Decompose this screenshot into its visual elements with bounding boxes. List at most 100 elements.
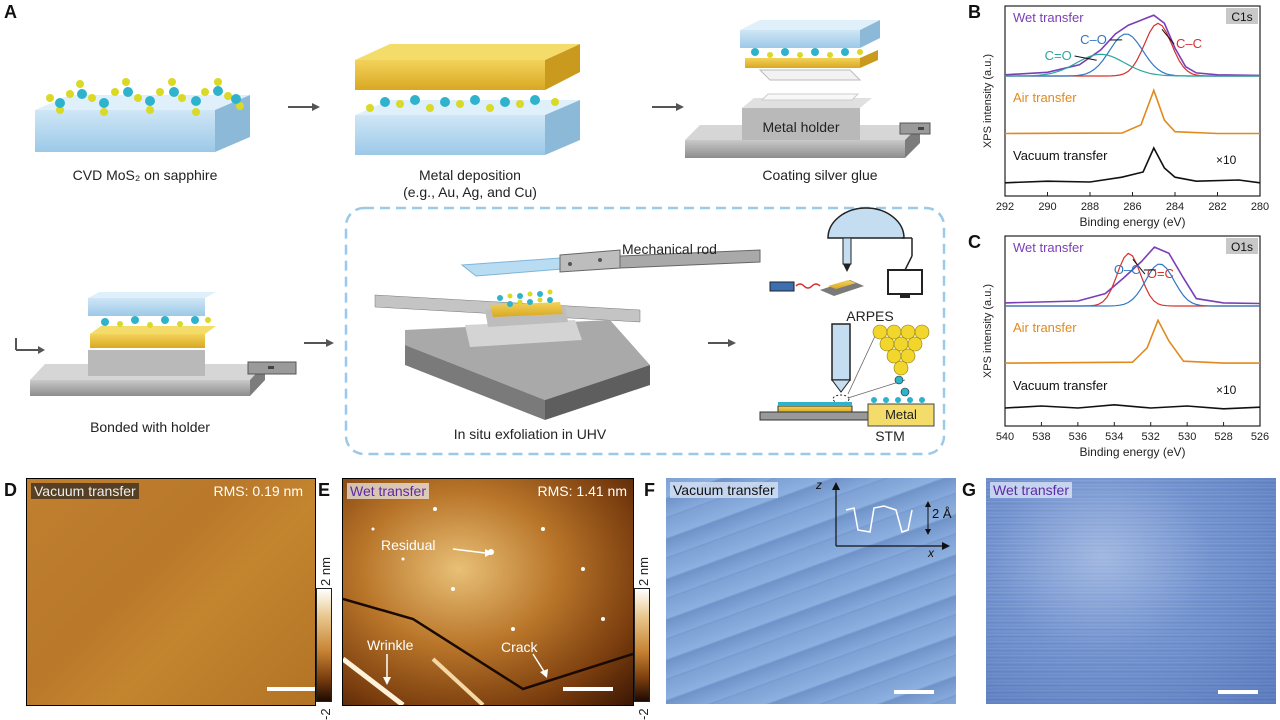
- arrow-1: [288, 103, 320, 111]
- series-label: Vacuum transfer: [1013, 148, 1108, 163]
- x-tick-label: 290: [1038, 201, 1056, 213]
- series-line-air-transfer: [1004, 318, 1260, 364]
- spectrum-badge-bg: [1226, 238, 1258, 254]
- x-tick-label: 526: [1251, 431, 1269, 443]
- fit-label: O–C: [1114, 262, 1141, 277]
- fit-curve: [1005, 263, 1260, 307]
- fit-label: C–O: [1080, 32, 1107, 47]
- series-label: Air transfer: [1013, 90, 1077, 105]
- step4-caption: Bonded with holder: [90, 419, 210, 435]
- panel-d-cbar-bottom: -2: [318, 708, 333, 720]
- step3-caption: Coating silver glue: [762, 167, 878, 183]
- series-label: Wet transfer: [1013, 240, 1084, 255]
- step5-caption: In situ exfoliation in UHV: [453, 426, 607, 442]
- x-tick-label: 528: [1214, 431, 1232, 443]
- plot-frame: [1004, 235, 1261, 427]
- stm-image-vacuum: Vacuum transfer z x 2 Å: [666, 478, 956, 704]
- step2-caption-line2: (e.g., Au, Ag, and Cu): [403, 184, 537, 200]
- afm-image-wet: Wet transfer RMS: 1.41 nm Residual Wrink…: [342, 478, 634, 706]
- x-tick-label: 538: [1032, 431, 1050, 443]
- inset-height-label: 2 Å: [932, 506, 952, 521]
- series-label: Wet transfer: [1013, 10, 1084, 25]
- x-tick-label: 284: [1166, 201, 1184, 213]
- panel-e-colorbar: [634, 588, 650, 702]
- y-axis-label: XPS intensity (a.u.): [982, 284, 994, 378]
- panel-e-tag: Wet transfer: [347, 483, 429, 499]
- panel-label-f: F: [644, 480, 655, 500]
- arrow-2: [652, 103, 684, 111]
- x-axis-label: Binding energy (eV): [1079, 445, 1185, 459]
- series-scale-label: ×10: [1216, 383, 1237, 397]
- fit-label: C–C: [1176, 36, 1202, 51]
- stm-image-wet: Wet transfer: [986, 478, 1276, 704]
- panel-g-texture: [986, 478, 1276, 704]
- panel-f-scalebar: [894, 690, 934, 694]
- annotation-wrinkle: Wrinkle: [367, 637, 414, 653]
- spectrum-badge: O1s: [1231, 240, 1253, 254]
- series-scale-label: ×10: [1216, 153, 1237, 167]
- arpes-label: ARPES: [846, 308, 894, 324]
- fit-curve: [1005, 22, 1260, 77]
- x-tick-label: 282: [1208, 201, 1226, 213]
- x-tick-label: 286: [1123, 201, 1141, 213]
- step1-caption: CVD MoS₂ on sapphire: [72, 167, 218, 183]
- panel-d-scalebar: [267, 687, 315, 691]
- arpes-illustration: [769, 207, 923, 298]
- x-tick-label: 292: [996, 201, 1014, 213]
- mechanical-rod-label: Mechanical rod: [622, 241, 717, 257]
- panel-e-rms: RMS: 1.41 nm: [537, 483, 627, 499]
- inset-z-label: z: [816, 478, 822, 492]
- stm-label: STM: [875, 428, 905, 444]
- series-line-wet-transfer: [1004, 14, 1261, 77]
- height-profile-inset: [832, 482, 950, 550]
- x-tick-label: 530: [1178, 431, 1196, 443]
- series-label: Air transfer: [1013, 320, 1077, 335]
- arrow-4: [304, 339, 334, 347]
- annotation-residual: Residual: [381, 537, 436, 553]
- stm-illustration: [759, 323, 935, 427]
- x-axis-label: Binding energy (eV): [1079, 215, 1185, 229]
- x-tick-label: 280: [1251, 201, 1269, 213]
- fit-arrow: [1161, 28, 1175, 45]
- fit-curve: [1005, 53, 1260, 77]
- metal-label: Metal: [885, 407, 917, 422]
- step2-caption-line1: Metal deposition: [419, 167, 521, 183]
- series-line-vacuum-transfer: [1004, 403, 1261, 410]
- series-label: Vacuum transfer: [1013, 378, 1108, 393]
- x-tick-label: 536: [1069, 431, 1087, 443]
- panel-e-cbar-bottom: -2: [636, 708, 651, 720]
- step1-illustration: [35, 78, 250, 152]
- panel-g-scalebar: [1218, 690, 1258, 694]
- panel-label-b: B: [968, 2, 981, 22]
- inset-x-label: x: [928, 546, 934, 560]
- panel-label-d: D: [4, 480, 17, 500]
- spectrum-badge: C1s: [1231, 10, 1252, 24]
- metal-holder-label: Metal holder: [762, 119, 840, 135]
- afm-image-vacuum: Vacuum transfer RMS: 0.19 nm: [26, 478, 316, 706]
- x-tick-label: 534: [1105, 431, 1123, 443]
- panel-e-features: [343, 507, 633, 705]
- step3-illustration: [685, 20, 931, 158]
- panel-d-rms: RMS: 0.19 nm: [213, 483, 303, 499]
- x-tick-label: 288: [1081, 201, 1099, 213]
- series-line-air-transfer: [1004, 87, 1260, 135]
- spectrum-badge-bg: [1226, 8, 1258, 24]
- panel-d-cbar-top: 2 nm: [318, 557, 333, 586]
- annotation-crack: Crack: [501, 639, 538, 655]
- fit-arrow: [1074, 55, 1097, 61]
- panel-f-tag: Vacuum transfer: [670, 482, 778, 498]
- panel-label-e: E: [318, 480, 331, 500]
- step5-illustration: [374, 249, 761, 420]
- series-line-wet-transfer: [1004, 246, 1261, 305]
- panel-d-tag: Vacuum transfer: [31, 483, 139, 499]
- series-line-vacuum-transfer: [1004, 146, 1261, 184]
- fit-arrow: [1132, 258, 1146, 275]
- uhv-box: [344, 206, 946, 456]
- panel-label-c: C: [968, 232, 981, 252]
- x-tick-label: 540: [996, 431, 1014, 443]
- panel-g-tag: Wet transfer: [990, 482, 1072, 498]
- fit-label: C=O: [1045, 48, 1072, 63]
- step4-illustration: [15, 292, 297, 396]
